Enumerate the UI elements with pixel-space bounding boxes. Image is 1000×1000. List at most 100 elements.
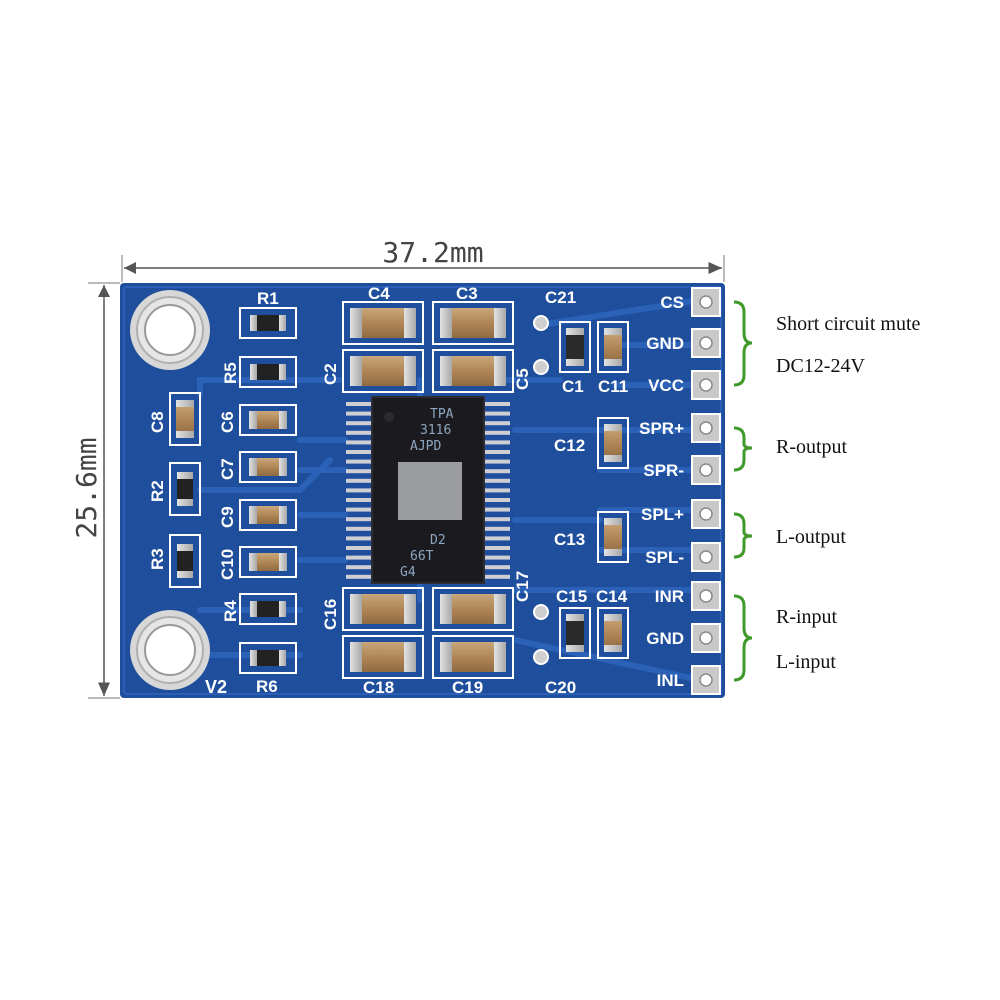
silk-label-r3: R3 — [148, 548, 167, 570]
bracket-l-output — [733, 512, 753, 559]
header-pin-label: SPL- — [645, 548, 684, 567]
silk-label-c6: C6 — [218, 411, 237, 433]
silk-label-c10: C10 — [218, 549, 237, 580]
chip-lead — [346, 507, 372, 512]
chip-lead — [346, 450, 372, 454]
header-pin-hole — [699, 463, 713, 477]
chip-lead — [484, 450, 510, 454]
large-capacitors-top: C4 C3 C2 C5 — [321, 284, 532, 393]
chip-lead — [484, 526, 510, 531]
header-pin-hole — [699, 378, 713, 392]
silk-label-c2: C2 — [321, 363, 340, 385]
silk-label-c12: C12 — [554, 436, 585, 455]
pcb-board: V2 R1 R5 C8 C6 C7 — [120, 283, 725, 698]
chip-lead — [346, 555, 372, 560]
height-dimension: 25.6mm — [70, 282, 120, 699]
chip-lead — [346, 430, 372, 435]
width-dimension: 37.2mm — [121, 236, 725, 282]
annotation-texts: Short circuit mute DC12-24V R-output L-o… — [776, 313, 921, 673]
silk-label-c13: C13 — [554, 530, 585, 549]
header-pin-hole — [699, 295, 713, 309]
chip-lead — [484, 469, 510, 474]
chip-lead — [346, 526, 372, 531]
note-r-output: R-output — [776, 436, 848, 458]
bracket-r-output — [733, 426, 753, 472]
header-pin-label: GND — [646, 334, 684, 353]
header-pin-pad — [691, 413, 721, 443]
chip-lead — [484, 411, 510, 416]
silk-label-r5: R5 — [221, 362, 240, 384]
chip-lead — [346, 488, 372, 493]
mounting-hole-bottom — [130, 610, 210, 690]
silk-label-r2: R2 — [148, 480, 167, 502]
header-pin-hole — [699, 550, 713, 564]
header-pin-label: SPR+ — [639, 419, 684, 438]
header-pin-hole — [699, 336, 713, 350]
header-pin-hole — [699, 673, 713, 687]
width-label: 37.2mm — [382, 236, 483, 269]
note-l-input: L-input — [776, 651, 836, 673]
bracket-input — [733, 594, 753, 682]
chip-lead — [484, 488, 510, 493]
silk-label-c11: C11 — [598, 377, 628, 396]
height-label: 25.6mm — [70, 437, 103, 538]
pcb-traces — [197, 297, 703, 683]
chip-lead — [484, 565, 510, 570]
chip-marking-6: G4 — [400, 565, 416, 580]
silk-label-c1: C1 — [562, 377, 584, 396]
note-short-circuit-mute: Short circuit mute — [776, 313, 921, 335]
chip-lead — [484, 459, 510, 464]
chip-lead — [484, 507, 510, 512]
header-pin-label: CS — [660, 293, 684, 312]
chip-marking-4: D2 — [430, 533, 446, 548]
chip-lead — [346, 440, 372, 445]
silk-label-c3: C3 — [456, 284, 478, 303]
chip-lead — [484, 574, 510, 579]
silk-label-c17: C17 — [513, 571, 532, 602]
chip-lead — [484, 555, 510, 560]
chip-lead — [346, 565, 372, 570]
mounting-hole-top — [130, 290, 210, 370]
header-pin-hole — [699, 589, 713, 603]
silk-label-c9: C9 — [218, 506, 237, 528]
chip-lead — [346, 421, 372, 426]
header-pin-label: INR — [655, 587, 684, 606]
silk-label-c5: C5 — [513, 368, 532, 390]
chip-marking-5: 66T — [410, 549, 434, 564]
chip-marking-2: 3116 — [420, 423, 451, 438]
silk-label-c15: C15 — [556, 587, 587, 606]
chip-lead — [346, 574, 372, 579]
chip-marking-3: AJPD — [410, 439, 441, 454]
chip-lead — [484, 546, 510, 550]
chip-lead — [346, 402, 372, 406]
chip-lead — [484, 402, 510, 406]
amplifier-chip: TPA 3116 AJPD D2 66T G4 — [346, 396, 510, 584]
silk-label-c20: C20 — [545, 678, 576, 697]
annotation-brackets — [733, 300, 753, 682]
silk-label-c21: C21 — [545, 288, 576, 307]
silk-label-c19: C19 — [452, 678, 483, 697]
chip-lead — [346, 536, 372, 541]
note-l-output: L-output — [776, 526, 846, 548]
silk-label-c4: C4 — [368, 284, 390, 303]
chip-lead — [346, 459, 372, 464]
chip-lead — [346, 517, 372, 522]
header-pin-label: SPR- — [643, 461, 684, 480]
header-pin-pad — [691, 328, 721, 358]
chip-lead — [346, 546, 372, 550]
silk-label-c16: C16 — [321, 599, 340, 630]
note-r-input: R-input — [776, 606, 838, 628]
bracket-power — [733, 300, 753, 387]
note-dc-voltage: DC12-24V — [776, 355, 865, 377]
header-pin-label: SPL+ — [641, 505, 684, 524]
chip-lead — [484, 430, 510, 435]
silk-label-r6: R6 — [256, 677, 278, 696]
header-pin-hole — [699, 631, 713, 645]
chip-lead — [346, 411, 372, 416]
header-pin-label: GND — [646, 629, 684, 648]
chip-lead — [484, 478, 510, 483]
chip-lead — [484, 536, 510, 541]
chip-marking-1: TPA — [430, 407, 454, 422]
chip-lead — [346, 469, 372, 474]
silk-label-c7: C7 — [218, 458, 237, 480]
